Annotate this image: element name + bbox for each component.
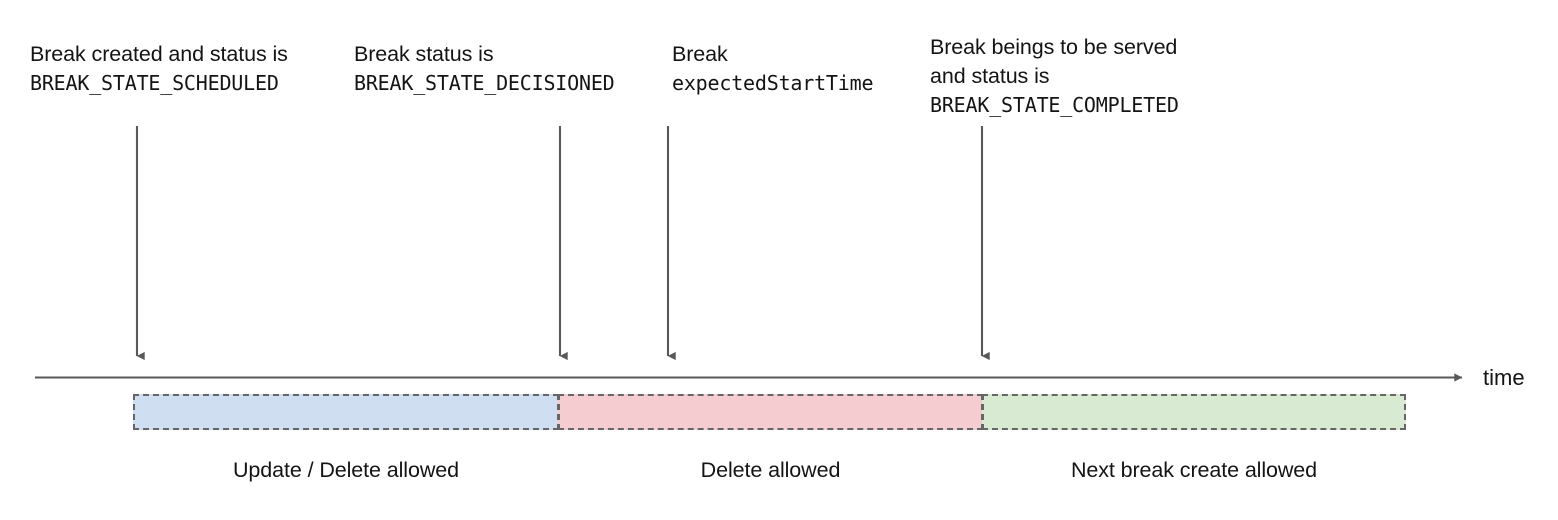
- time-axis-label: time: [1483, 365, 1525, 390]
- annotation-scheduled-line1: Break created and status is: [30, 42, 288, 66]
- annotation-completed-line1: Break beings to be served: [930, 35, 1178, 59]
- annotation-completed-line3: BREAK_STATE_COMPLETED: [930, 93, 1179, 117]
- annotation-scheduled: Break created and status is BREAK_STATE_…: [30, 40, 288, 98]
- phase-bar-next-break-create: [982, 394, 1406, 430]
- phase-caption-delete-only: Delete allowed: [700, 458, 841, 482]
- phase-bar-update-delete: [133, 394, 559, 430]
- annotation-completed-line2: and status is: [930, 64, 1050, 88]
- phase-bar-delete-only: [558, 394, 983, 430]
- annotation-completed: Break beings to be served and status is …: [930, 33, 1179, 120]
- annotation-decisioned-line1: Break status is: [354, 42, 494, 66]
- annotation-decisioned-line2: BREAK_STATE_DECISIONED: [354, 71, 615, 95]
- annotation-scheduled-line2: BREAK_STATE_SCHEDULED: [30, 71, 279, 95]
- phase-caption-update-delete: Update / Delete allowed: [233, 458, 459, 482]
- annotation-expected-start-time: Break expectedStartTime: [672, 40, 874, 98]
- phase-caption-next-break-create: Next break create allowed: [1070, 458, 1318, 482]
- annotation-decisioned: Break status is BREAK_STATE_DECISIONED: [354, 40, 615, 98]
- annotation-expected-start-time-line1: Break: [672, 42, 728, 66]
- annotation-expected-start-time-line2: expectedStartTime: [672, 71, 874, 95]
